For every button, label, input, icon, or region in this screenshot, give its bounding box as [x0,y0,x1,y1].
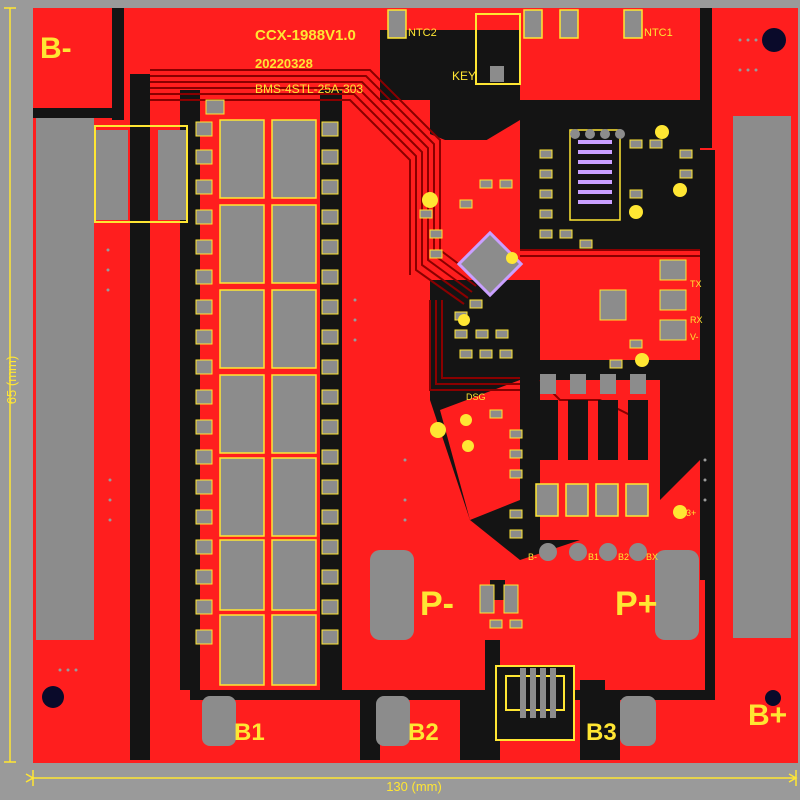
b-plus-label: B+ [748,699,787,732]
p-minus-label: P- [420,585,454,623]
b3-plus-label: B3+ [680,508,696,518]
bx-small-label: BX [646,552,658,562]
b1-small-label: B1 [588,552,599,562]
controller-ic [456,129,625,298]
ntc2-label: NTC2 [408,27,437,39]
b1-label: B1 [234,719,265,746]
board-title: CCX-1988V1.0 [255,27,356,44]
b3-label: B3 [586,719,617,746]
rx-label: RX [690,315,703,325]
key-label: KEY [452,69,476,83]
mosfet-array [195,99,339,686]
tx-label: TX [690,279,702,289]
balance-connector [495,665,575,741]
width-dimension-label: 130 (mm) [386,779,442,794]
dimension-lines [4,7,798,786]
height-dimension-label: 65 (mm) [4,356,19,404]
smd-components [419,139,693,629]
key-switch-outline [475,13,521,85]
b-minus-label: B- [40,32,72,65]
terminal-pads [202,550,699,746]
b2-small-label: B2 [618,552,629,562]
ntc-footprints [387,9,643,39]
board-date: 20220328 [255,56,313,71]
board-model: BMS-4STL-25A-303 [255,82,363,96]
test-points [422,125,687,519]
b2-label: B2 [408,719,439,746]
b-minus-small-label: B- [528,552,537,562]
trace-bundle [150,69,700,421]
connector-outline [94,125,188,223]
v-minus-label: V- [690,332,699,342]
p-plus-label: P+ [615,585,658,623]
battery-pads [36,116,791,640]
key-switch-pad [490,66,504,82]
dsg-label: DSG [466,392,486,402]
mounting-holes [42,28,786,708]
balance-mosfets [535,374,649,561]
via-field [58,38,758,672]
ntc1-label: NTC1 [644,27,673,39]
